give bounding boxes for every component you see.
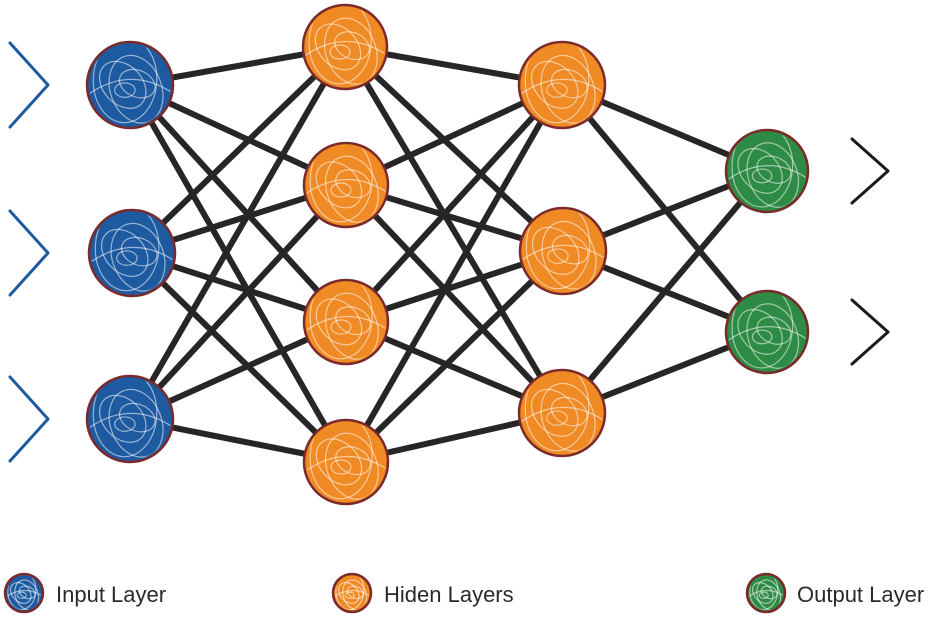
legend: Input Layer Hiden Layers Output Layer bbox=[3, 572, 924, 614]
connection-l1-n3-to-n1 bbox=[127, 44, 348, 422]
hidden-node-layer2-4 bbox=[302, 418, 390, 506]
neurons bbox=[85, 3, 810, 506]
legend-hidden-node bbox=[331, 572, 373, 614]
input-arrow-3 bbox=[8, 375, 50, 463]
connection-l1-n1-to-n3 bbox=[127, 82, 349, 325]
legend-output-node bbox=[745, 572, 787, 614]
output-arrow-2 bbox=[850, 298, 890, 366]
legend-input-label: Input Layer bbox=[56, 582, 166, 607]
output-arrow-1 bbox=[850, 137, 890, 205]
connection-l2-n2-to-n3 bbox=[343, 182, 565, 416]
connection-l1-n3-to-n2 bbox=[127, 182, 349, 422]
legend-input-node bbox=[3, 572, 45, 614]
output-node-layer4-2 bbox=[724, 289, 810, 375]
hidden-node-layer3-3 bbox=[517, 368, 607, 458]
legend-hidden-swatch bbox=[331, 572, 373, 614]
hidden-node-layer2-3 bbox=[302, 278, 390, 366]
hidden-node-layer2-1 bbox=[301, 3, 389, 91]
connection-l1-n1-to-n4 bbox=[127, 82, 349, 465]
connection-l2-n1-to-n3 bbox=[342, 44, 565, 416]
connection-l2-n4-to-n2 bbox=[343, 248, 566, 465]
connection-l2-n4-to-n1 bbox=[343, 82, 565, 465]
legend-output-label: Output Layer bbox=[797, 582, 924, 607]
legend-hidden-label: Hiden Layers bbox=[384, 582, 514, 607]
connection-l3-n3-to-n1 bbox=[559, 168, 770, 416]
input-arrow-2 bbox=[8, 209, 50, 297]
hidden-node-layer3-2 bbox=[518, 206, 608, 296]
legend-input-swatch bbox=[3, 572, 45, 614]
io-arrows bbox=[8, 41, 890, 463]
input-node-layer1-1 bbox=[85, 40, 175, 130]
hidden-node-layer3-1 bbox=[517, 40, 607, 130]
input-arrow-1 bbox=[8, 41, 50, 129]
connection-l2-n1-to-n2 bbox=[342, 44, 566, 254]
input-node-layer1-3 bbox=[85, 374, 175, 464]
legend-output-swatch bbox=[745, 572, 787, 614]
connection-l1-n2-to-n1 bbox=[129, 44, 348, 256]
connections bbox=[127, 44, 770, 465]
output-node-layer4-1 bbox=[724, 128, 810, 214]
connection-l2-n3-to-n1 bbox=[343, 82, 565, 325]
input-node-layer1-2 bbox=[87, 208, 177, 298]
hidden-node-layer2-2 bbox=[302, 141, 390, 229]
connection-l1-n2-to-n4 bbox=[129, 250, 349, 465]
